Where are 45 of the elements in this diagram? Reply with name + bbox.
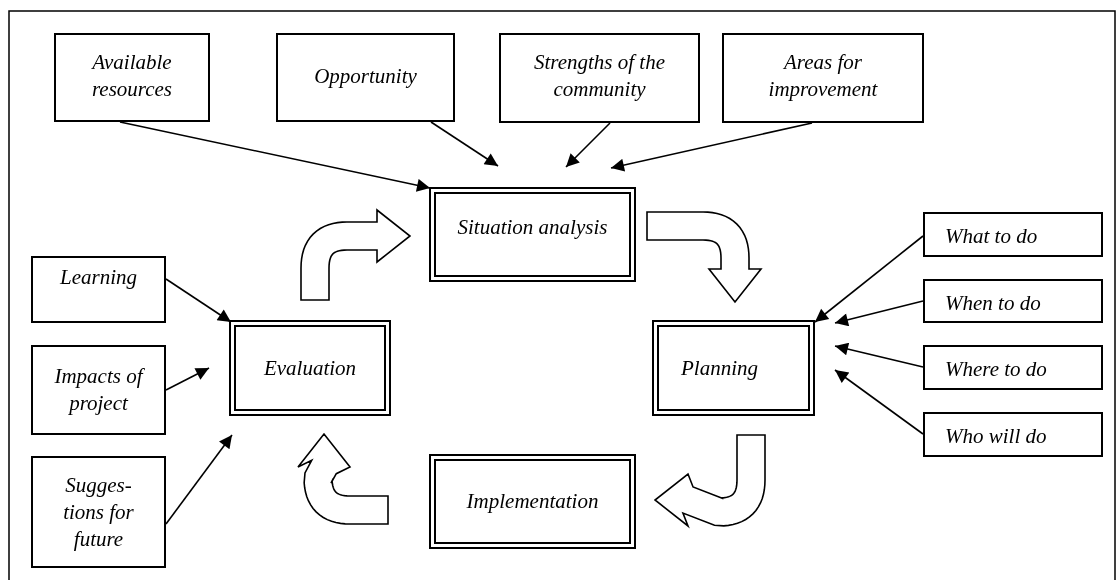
box-label: When to do [945, 289, 1041, 317]
factor-box [923, 412, 1103, 457]
factor-box [923, 279, 1103, 323]
box-label: Sugges- tions for future [62, 471, 135, 553]
arrow [119, 121, 431, 192]
arrow [165, 278, 232, 323]
box-label: What to do [945, 223, 1038, 250]
stage-box [429, 187, 636, 282]
factor-box [923, 345, 1103, 390]
factor-box [499, 33, 700, 123]
stage-box [229, 320, 391, 416]
box-label: Areas for improvement [767, 49, 879, 103]
factor-box [54, 33, 210, 122]
arrow [165, 434, 233, 525]
box-label: Impacts of project [53, 363, 146, 417]
arrow [834, 342, 924, 368]
box-label: Available resources [90, 49, 174, 103]
factor-box [31, 456, 166, 568]
box-label: Implementation [466, 488, 599, 515]
box-label: Planning [681, 354, 758, 382]
block-arrow [297, 432, 389, 525]
stage-box [652, 320, 815, 416]
arrow [610, 122, 813, 172]
factor-box [31, 256, 166, 323]
box-label: Strengths of the community [532, 49, 666, 103]
arrow [814, 235, 924, 323]
box-label: Situation analysis [457, 214, 608, 241]
box-label: Opportunity [314, 63, 417, 90]
arrow [565, 122, 611, 168]
box-label: Where to do [945, 356, 1047, 383]
arrow [430, 121, 499, 167]
box-label: Who will do [945, 423, 1047, 450]
box-label: Learning [60, 264, 137, 291]
factor-box [31, 345, 166, 435]
box-label: Evaluation [263, 354, 357, 382]
block-arrow [646, 211, 763, 304]
factor-box [722, 33, 924, 123]
block-arrow [653, 434, 766, 529]
arrow [834, 369, 924, 435]
stage-box [429, 454, 636, 549]
block-arrow [300, 208, 412, 301]
factor-box [276, 33, 455, 122]
arrow [165, 367, 210, 391]
factor-box [923, 212, 1103, 257]
arrow [834, 300, 924, 327]
